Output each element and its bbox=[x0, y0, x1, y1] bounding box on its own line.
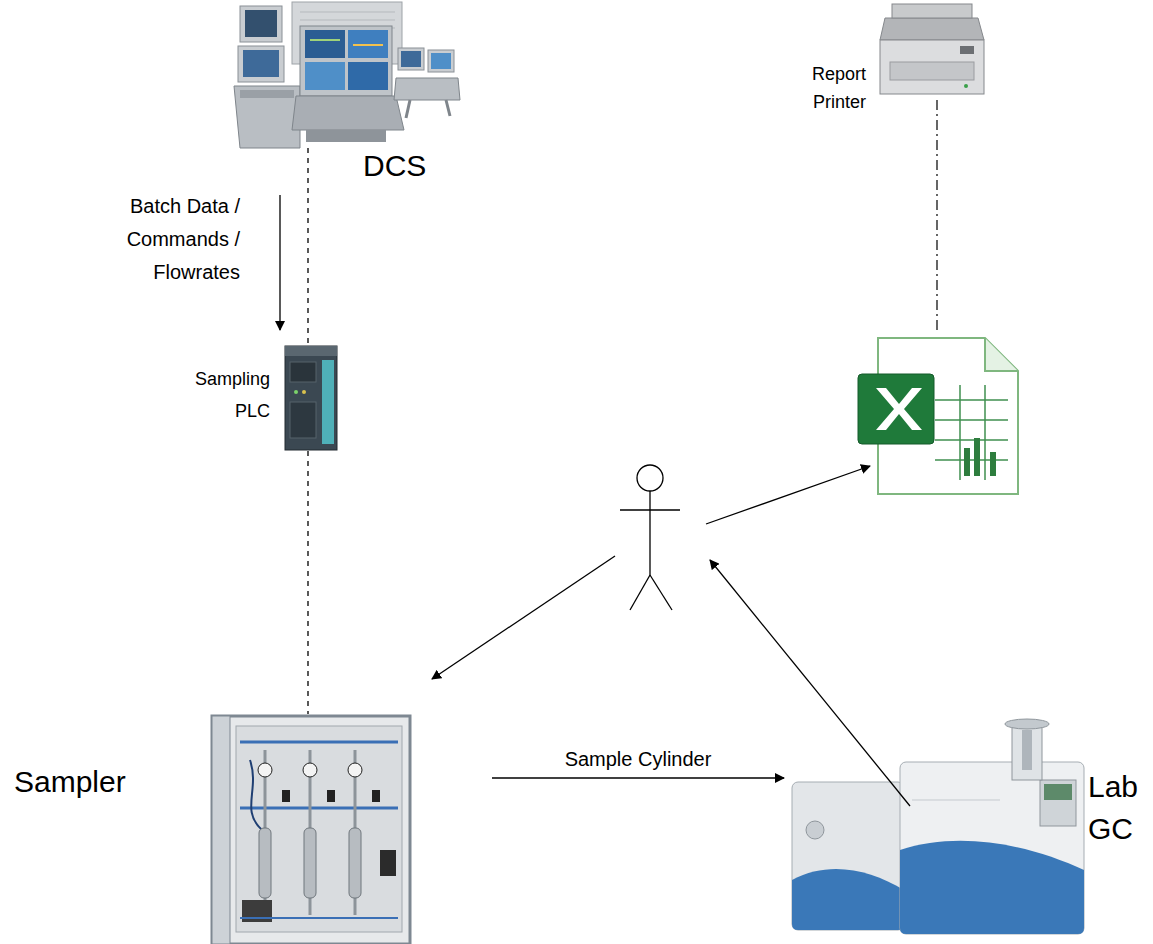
operator-figure bbox=[620, 465, 680, 610]
connector bbox=[492, 777, 784, 778]
device-label: Report Printer bbox=[790, 60, 866, 116]
device-node: Sampler bbox=[210, 714, 412, 944]
device-label: Sampler bbox=[14, 764, 164, 800]
edge-label: Sample Cylinder bbox=[563, 747, 714, 771]
connector bbox=[307, 451, 308, 714]
flow-arrows bbox=[280, 195, 910, 806]
device-label: DCS bbox=[363, 148, 483, 184]
device-node: Report Printer bbox=[880, 2, 986, 96]
device-node: Lab GC bbox=[790, 720, 1086, 936]
plc-picture bbox=[285, 346, 337, 450]
lab-gc-picture bbox=[792, 719, 1084, 934]
printer-link bbox=[936, 100, 937, 332]
spreadsheet-icon bbox=[858, 338, 1018, 494]
printer-picture bbox=[880, 4, 984, 94]
signal-label: Batch Data / Commands / Flowrates bbox=[80, 190, 240, 289]
device-node: Sampling PLC bbox=[283, 345, 339, 451]
device-label: Lab GC bbox=[1088, 766, 1148, 850]
device-label: Sampling PLC bbox=[190, 363, 270, 427]
connector bbox=[307, 148, 308, 345]
device-node: DCS bbox=[230, 0, 462, 148]
sampler-cabinet-picture bbox=[212, 716, 410, 944]
dcs-console-picture bbox=[234, 2, 460, 148]
